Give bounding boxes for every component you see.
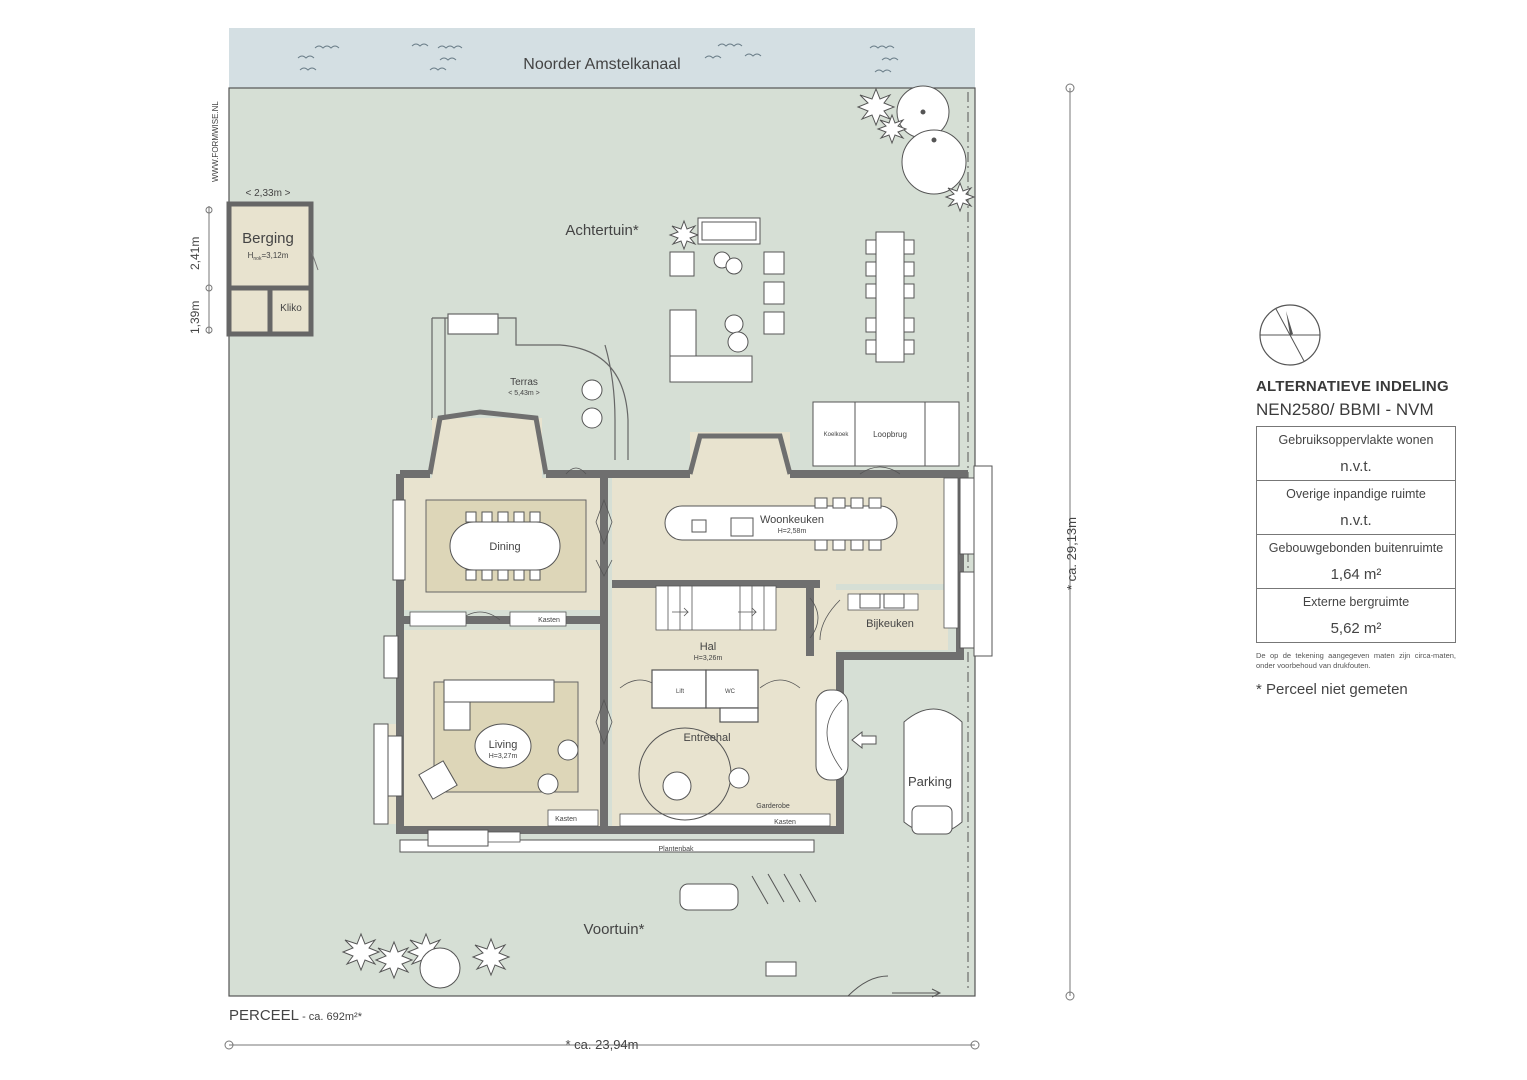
stat-row: Overige inpandige ruimte n.v.t. (1257, 481, 1455, 535)
stats-table: Gebruiksoppervlakte wonen n.v.t. Overige… (1256, 426, 1456, 643)
shed-dim-b: 1,39m (188, 301, 202, 334)
stat-value: n.v.t. (1340, 512, 1372, 529)
height-dimension: * ca. 29,13m (1064, 517, 1079, 590)
hall-height: H=3,26m (694, 655, 723, 662)
kitchen-height: H=2,58m (778, 528, 807, 535)
disclaimer: De op de tekening aangegeven maten zijn … (1256, 651, 1456, 670)
stat-value: n.v.t. (1340, 458, 1372, 475)
plant-icon (668, 87, 976, 251)
hall-label: Hal (700, 641, 717, 653)
plantenbak-label: Plantenbak (658, 846, 694, 853)
entrance-arrow-icon (851, 730, 877, 750)
width-dimension: * ca. 23,94m (566, 1037, 639, 1052)
bijkeuken-label: Bijkeuken (866, 618, 914, 630)
watermark: WWW.FORMWISE.NL (211, 101, 220, 182)
garderobe-label: Garderobe (756, 803, 790, 810)
compass-icon (1259, 304, 1321, 366)
shed-dim-a: 2,41m (188, 237, 202, 270)
frontyard-label: Voortuin* (584, 921, 645, 938)
stairs (655, 585, 777, 631)
panel-title: ALTERNATIEVE INDELING (1256, 378, 1449, 395)
kasten-label-entree: Kasten (774, 819, 796, 826)
backyard-label: Achtertuin* (565, 222, 639, 239)
terrace-dim: < 5,43m > (508, 390, 540, 397)
plot-label: PERCEEL - ca. 692m²* (229, 1007, 363, 1024)
canal (229, 28, 975, 88)
dining-table (449, 511, 561, 581)
shed-width: < 2,33m > (245, 188, 290, 199)
living-label: Living (489, 739, 518, 751)
bicycle-icon (751, 873, 817, 905)
kliko-label: Kliko (280, 303, 302, 314)
stat-row: Externe bergruimte 5,62 m² (1257, 589, 1455, 642)
shed (226, 201, 319, 337)
entreehal-label: Entreehal (683, 732, 730, 744)
stat-label: Gebruiksoppervlakte wonen (1278, 433, 1434, 447)
shrub-icon (341, 932, 511, 989)
lounge-furniture (669, 217, 785, 383)
kitchen-island (664, 497, 898, 551)
info-panel: ALTERNATIEVE INDELING NEN2580/ BBMI - NV… (1256, 300, 1460, 698)
stat-value: 5,62 m² (1330, 620, 1382, 637)
kitchen-label: Woonkeuken (760, 514, 824, 526)
tree-icon (896, 85, 967, 195)
stat-label: Overige inpandige ruimte (1286, 487, 1426, 501)
terrace-chairs (581, 379, 603, 429)
house (373, 409, 993, 853)
panel-subtitle: NEN2580/ BBMI - NVM (1256, 400, 1434, 419)
kasten-label-living: Kasten (555, 816, 577, 823)
stat-row: Gebruiksoppervlakte wonen n.v.t. (1257, 427, 1455, 481)
stat-row: Gebouwgebonden buitenruimte 1,64 m² (1257, 535, 1455, 589)
terrace (431, 313, 629, 460)
plot-note: * Perceel niet gemeten (1256, 681, 1408, 698)
kasten-label-dining: Kasten (538, 617, 560, 624)
shed-label: Berging (242, 230, 294, 247)
shed-height: Hnok=3,12m (248, 251, 289, 262)
canal-label: Noorder Amstelkanaal (523, 56, 680, 73)
parking-label: Parking (908, 774, 952, 789)
living-furniture (387, 679, 579, 847)
water-waves-icon (297, 43, 899, 73)
loopbrug-label: Loopbrug (873, 430, 907, 439)
stat-value: 1,64 m² (1330, 566, 1382, 583)
dining-label: Dining (489, 541, 520, 553)
lift-label: Lift (676, 689, 684, 695)
koelkoek-label: Koelkoek (824, 432, 850, 438)
bench-icon (765, 961, 797, 977)
stat-label: Externe bergruimte (1302, 595, 1410, 609)
living-height: H=3,27m (489, 753, 518, 760)
outdoor-dining-table (865, 231, 915, 363)
terrace-label: Terras (510, 377, 538, 388)
stat-label: Gebouwgebonden buitenruimte (1268, 541, 1444, 555)
car-icon (903, 708, 963, 835)
wc-label: WC (725, 689, 736, 695)
loopbrug (812, 401, 960, 467)
small-car-icon (679, 883, 739, 911)
